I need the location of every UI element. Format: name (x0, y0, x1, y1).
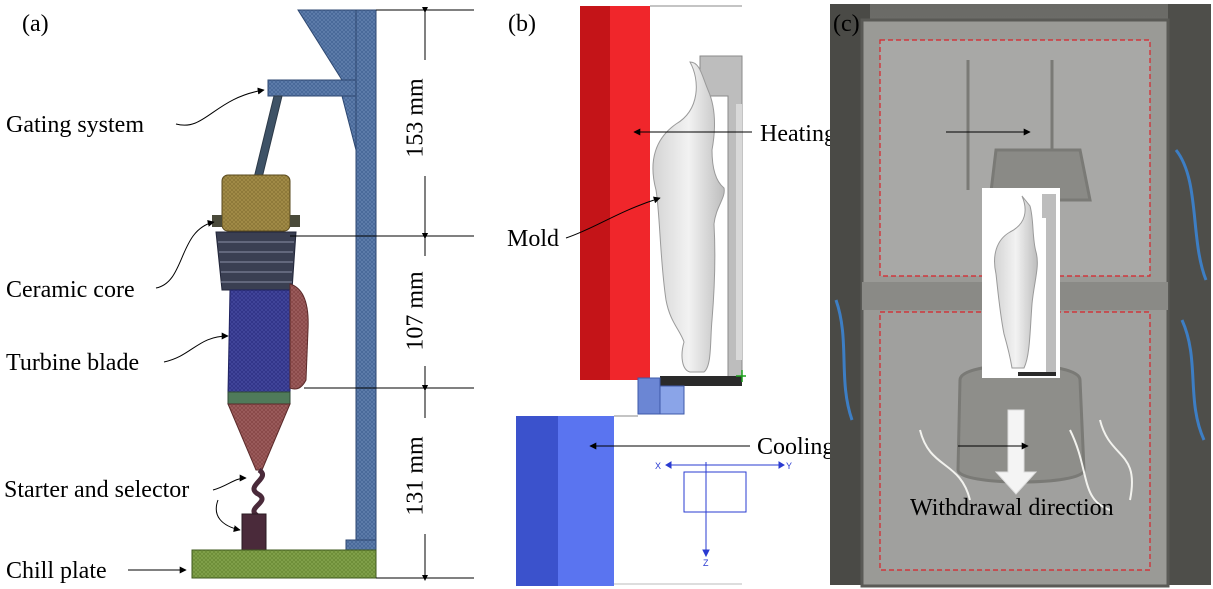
chill-plate-shape (191, 549, 377, 579)
starter-block (241, 513, 267, 551)
blade-base-band (227, 391, 291, 405)
panel-c: Withdrawal direction (c) (830, 4, 1211, 588)
axis-triad (665, 461, 785, 558)
photo-right-rack (1168, 4, 1211, 585)
dim3-bg (411, 418, 439, 534)
photo-cables (834, 149, 1208, 441)
origin-marker (736, 370, 746, 382)
baffle-left (637, 377, 661, 415)
chamber-front (558, 416, 614, 586)
photo-wires (919, 419, 1133, 511)
panel-b: (b) X Y Z Heating furnace (507, 5, 923, 586)
arrow-starter (215, 499, 241, 533)
furnace-side (580, 6, 610, 380)
gating-column (355, 9, 377, 554)
arrow-ceramic-core (155, 219, 215, 289)
label-chill-plate: Chill plate (6, 558, 107, 584)
label-starter-selector: Starter and selector (4, 477, 189, 503)
panel-a: (a) (4, 7, 474, 584)
starter-cone (227, 403, 291, 471)
withdrawal-arrow (994, 409, 1038, 495)
arrow-mold (565, 196, 661, 239)
gating-grey-light (736, 104, 742, 360)
arrow-gating-system (175, 87, 265, 126)
mold-blade (652, 61, 725, 373)
arrow-selector (212, 474, 247, 491)
label-gating-system: Gating system (6, 112, 144, 138)
panel-c-tag: (c) (833, 11, 860, 37)
label-withdrawal-direction: Withdrawal direction (910, 495, 1114, 521)
dim1-bg (411, 60, 439, 176)
label-mold: Mold (507, 226, 559, 252)
panel-a-tag: (a) (22, 11, 49, 37)
runner-bar (267, 79, 357, 97)
furnace-front (610, 6, 650, 380)
chamber-side (516, 416, 558, 586)
core-tab-right (290, 215, 300, 227)
ceramic-core-block (221, 174, 291, 232)
spiral-selector (251, 467, 265, 519)
dimension-131: 131 mm (403, 436, 429, 516)
axis-x-label: X (655, 461, 661, 471)
core-tab-left (212, 215, 222, 227)
runner-support (341, 95, 357, 151)
blade-platform (289, 283, 309, 390)
label-ceramic-core: Ceramic core (6, 277, 135, 303)
inset-blade (994, 195, 1038, 369)
inset-gating (1042, 194, 1056, 374)
axis-z-label: Z (703, 558, 709, 568)
dimension-107: 107 mm (403, 271, 429, 351)
inset-base (1018, 372, 1056, 376)
pouring-funnel (297, 9, 357, 81)
dim2-bg (411, 256, 439, 366)
blade-root (215, 231, 297, 291)
dimension-153: 153 mm (403, 78, 429, 158)
turbine-blade-body (227, 289, 293, 393)
panel-b-tag: (b) (508, 11, 536, 37)
baffle-right (659, 385, 685, 415)
label-turbine-blade: Turbine blade (6, 350, 139, 376)
root-serrations (218, 241, 294, 283)
mold-base (660, 376, 742, 386)
feeder-rod (253, 95, 283, 179)
axis-y-label: Y (786, 461, 792, 471)
arrow-turbine-blade (163, 332, 229, 363)
